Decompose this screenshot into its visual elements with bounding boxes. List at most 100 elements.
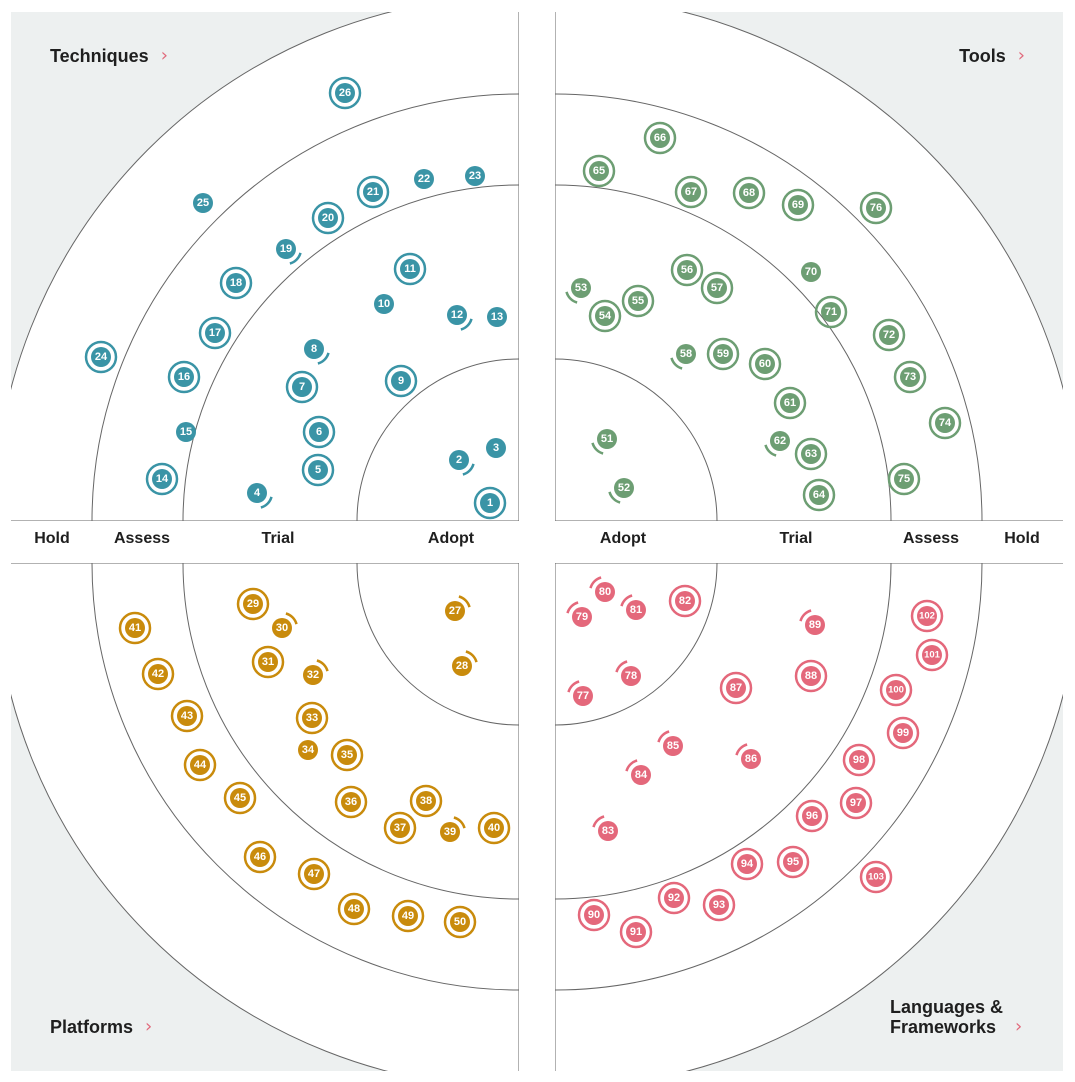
blip-45[interactable]: 45 xyxy=(223,781,257,815)
quadrant-title-techniques[interactable]: Techniques › xyxy=(50,46,168,67)
blip-27[interactable]: 27 xyxy=(445,595,471,621)
blip-6[interactable]: 6 xyxy=(302,415,336,449)
blip-12[interactable]: 12 xyxy=(447,305,473,331)
quadrant-title-languages-frameworks[interactable]: Languages & Frameworks › xyxy=(890,997,1022,1037)
blip-92[interactable]: 92 xyxy=(657,881,691,915)
blip-94[interactable]: 94 xyxy=(730,847,764,881)
blip-19[interactable]: 19 xyxy=(276,239,302,265)
blip-86[interactable]: 86 xyxy=(735,743,761,769)
blip-81[interactable]: 81 xyxy=(620,594,646,620)
blip-64[interactable]: 64 xyxy=(802,478,836,512)
blip-28[interactable]: 28 xyxy=(452,650,478,676)
blip-65[interactable]: 65 xyxy=(582,154,616,188)
blip-16[interactable]: 16 xyxy=(167,360,201,394)
blip-33[interactable]: 33 xyxy=(295,701,329,735)
blip-39[interactable]: 39 xyxy=(440,816,466,842)
blip-20[interactable]: 20 xyxy=(311,201,345,235)
blip-13[interactable]: 13 xyxy=(487,307,507,327)
blip-56[interactable]: 56 xyxy=(670,253,704,287)
blip-1[interactable]: 1 xyxy=(473,486,507,520)
blip-59[interactable]: 59 xyxy=(706,337,740,371)
blip-84[interactable]: 84 xyxy=(625,759,651,785)
blip-5[interactable]: 5 xyxy=(301,453,335,487)
blip-7[interactable]: 7 xyxy=(285,370,319,404)
blip-50[interactable]: 50 xyxy=(443,905,477,939)
blip-66[interactable]: 66 xyxy=(643,121,677,155)
blip-77[interactable]: 77 xyxy=(567,680,593,706)
blip-25[interactable]: 25 xyxy=(193,193,213,213)
blip-47[interactable]: 47 xyxy=(297,857,331,891)
blip-35[interactable]: 35 xyxy=(330,738,364,772)
quadrant-title-tools[interactable]: Tools › xyxy=(959,46,1025,67)
blip-91[interactable]: 91 xyxy=(619,915,653,949)
blip-21[interactable]: 21 xyxy=(356,175,390,209)
blip-74[interactable]: 74 xyxy=(928,406,962,440)
blip-101[interactable]: 101 xyxy=(915,638,949,672)
blip-69[interactable]: 69 xyxy=(781,188,815,222)
blip-95[interactable]: 95 xyxy=(776,845,810,879)
blip-72[interactable]: 72 xyxy=(872,318,906,352)
blip-30[interactable]: 30 xyxy=(272,612,298,638)
blip-62[interactable]: 62 xyxy=(764,431,790,457)
blip-85[interactable]: 85 xyxy=(657,730,683,756)
blip-63[interactable]: 63 xyxy=(794,437,828,471)
blip-9[interactable]: 9 xyxy=(384,364,418,398)
blip-15[interactable]: 15 xyxy=(176,422,196,442)
blip-41[interactable]: 41 xyxy=(118,611,152,645)
blip-60[interactable]: 60 xyxy=(748,347,782,381)
blip-57[interactable]: 57 xyxy=(700,271,734,305)
blip-42[interactable]: 42 xyxy=(141,657,175,691)
blip-73[interactable]: 73 xyxy=(893,360,927,394)
blip-51[interactable]: 51 xyxy=(591,429,617,455)
blip-52[interactable]: 52 xyxy=(608,478,634,504)
blip-88[interactable]: 88 xyxy=(794,659,828,693)
blip-79[interactable]: 79 xyxy=(566,601,592,627)
blip-96[interactable]: 96 xyxy=(795,799,829,833)
blip-31[interactable]: 31 xyxy=(251,645,285,679)
blip-44[interactable]: 44 xyxy=(183,748,217,782)
blip-89[interactable]: 89 xyxy=(799,609,825,635)
blip-18[interactable]: 18 xyxy=(219,266,253,300)
blip-10[interactable]: 10 xyxy=(374,294,394,314)
blip-76[interactable]: 76 xyxy=(859,191,893,225)
blip-38[interactable]: 38 xyxy=(409,784,443,818)
blip-37[interactable]: 37 xyxy=(383,811,417,845)
blip-83[interactable]: 83 xyxy=(592,815,618,841)
blip-11[interactable]: 11 xyxy=(393,252,427,286)
blip-61[interactable]: 61 xyxy=(773,386,807,420)
blip-3[interactable]: 3 xyxy=(486,438,506,458)
blip-58[interactable]: 58 xyxy=(670,344,696,370)
blip-29[interactable]: 29 xyxy=(236,587,270,621)
blip-23[interactable]: 23 xyxy=(465,166,485,186)
blip-34[interactable]: 34 xyxy=(298,740,318,760)
blip-24[interactable]: 24 xyxy=(84,340,118,374)
quadrant-title-platforms[interactable]: Platforms › xyxy=(50,1017,152,1038)
blip-4[interactable]: 4 xyxy=(247,483,273,509)
blip-99[interactable]: 99 xyxy=(886,716,920,750)
blip-22[interactable]: 22 xyxy=(414,169,434,189)
blip-14[interactable]: 14 xyxy=(145,462,179,496)
blip-53[interactable]: 53 xyxy=(565,278,591,304)
blip-36[interactable]: 36 xyxy=(334,785,368,819)
blip-46[interactable]: 46 xyxy=(243,840,277,874)
blip-49[interactable]: 49 xyxy=(391,899,425,933)
blip-93[interactable]: 93 xyxy=(702,888,736,922)
blip-103[interactable]: 103 xyxy=(859,860,893,894)
blip-2[interactable]: 2 xyxy=(449,450,475,476)
blip-70[interactable]: 70 xyxy=(801,262,821,282)
blip-102[interactable]: 102 xyxy=(910,599,944,633)
blip-100[interactable]: 100 xyxy=(879,673,913,707)
blip-8[interactable]: 8 xyxy=(304,339,330,365)
blip-71[interactable]: 71 xyxy=(814,295,848,329)
blip-87[interactable]: 87 xyxy=(719,671,753,705)
blip-90[interactable]: 90 xyxy=(577,898,611,932)
blip-55[interactable]: 55 xyxy=(621,284,655,318)
blip-26[interactable]: 26 xyxy=(328,76,362,110)
blip-82[interactable]: 82 xyxy=(668,584,702,618)
blip-97[interactable]: 97 xyxy=(839,786,873,820)
blip-80[interactable]: 80 xyxy=(589,576,615,602)
blip-17[interactable]: 17 xyxy=(198,316,232,350)
blip-98[interactable]: 98 xyxy=(842,743,876,777)
blip-75[interactable]: 75 xyxy=(887,462,921,496)
blip-68[interactable]: 68 xyxy=(732,176,766,210)
